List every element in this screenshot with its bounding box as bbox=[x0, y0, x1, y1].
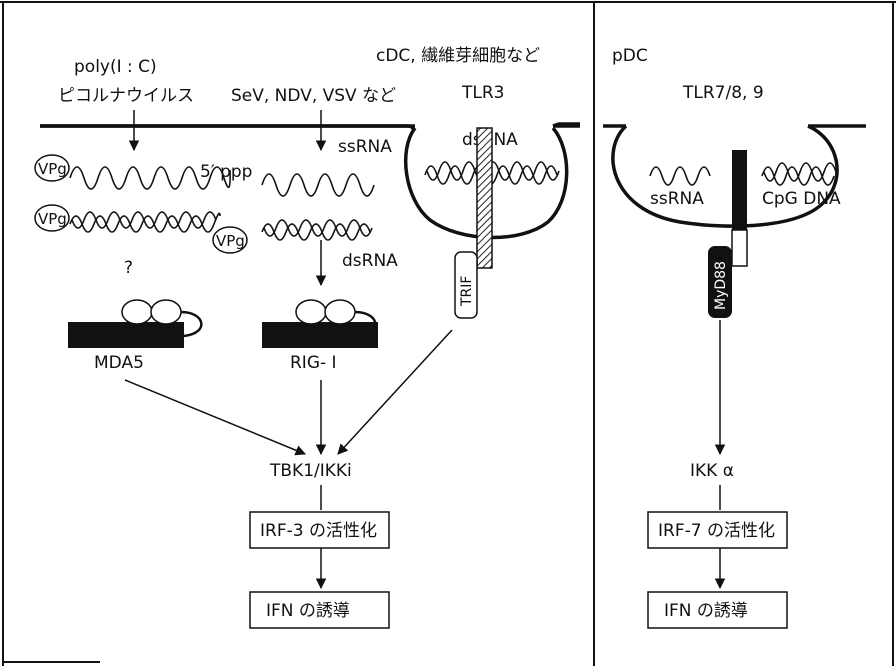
myd88-adaptor: MyD88 bbox=[708, 246, 732, 318]
svg-text:IFN の誘導: IFN の誘導 bbox=[266, 601, 350, 621]
dsrna-label-mid: dsRNA bbox=[342, 251, 398, 271]
ssrna-wave-rna-virus bbox=[262, 174, 374, 196]
svg-text:VPg: VPg bbox=[216, 232, 245, 250]
svg-text:MyD88: MyD88 bbox=[713, 261, 729, 310]
trif-adaptor: TRIF bbox=[455, 252, 477, 318]
tlr789-label: TLR7/8, 9 bbox=[682, 83, 764, 103]
svg-text:VPg: VPg bbox=[38, 210, 67, 228]
ifn-induction-box-right: IFN の誘導 bbox=[648, 592, 787, 628]
poly-ic-label: poly(I : C) bbox=[74, 57, 157, 77]
ssrna-label-right: ssRNA bbox=[650, 189, 704, 209]
virus-list-label: SeV, NDV, VSV など bbox=[231, 86, 396, 106]
right-panel: pDC TLR7/8, 9 ssRNA CpG DNA MyD88 IKK α … bbox=[603, 46, 866, 628]
svg-text:TRIF: TRIF bbox=[459, 276, 475, 307]
ikk-alpha-label: IKK α bbox=[690, 461, 734, 481]
cpg-dna-label: CpG DNA bbox=[762, 189, 841, 209]
tlr3-receptor bbox=[477, 128, 492, 268]
cell-types-label: cDC, 繊維芽細胞など bbox=[376, 46, 540, 66]
tlr789-receptor bbox=[732, 150, 747, 230]
svg-text:IRF-3 の活性化: IRF-3 の活性化 bbox=[260, 521, 377, 541]
five-ppp-label: 5′ ppp bbox=[200, 162, 252, 182]
left-panel: cDC, 繊維芽細胞など poly(I : C) ピコルナウイルス SeV, N… bbox=[35, 46, 580, 628]
picornavirus-label: ピコルナウイルス bbox=[58, 86, 194, 106]
irf3-activation-box: IRF-3 の活性化 bbox=[250, 512, 389, 548]
mda5-protein: MDA5 bbox=[68, 300, 201, 373]
tlr789-receptor-tail bbox=[732, 230, 747, 266]
svg-text:IFN の誘導: IFN の誘導 bbox=[664, 601, 748, 621]
vpg-circle-2: VPg bbox=[35, 205, 69, 231]
endosome-right bbox=[613, 126, 837, 226]
ssrna-label-left: ssRNA bbox=[338, 137, 392, 157]
pdc-label: pDC bbox=[612, 46, 648, 66]
svg-text:IRF-7 の活性化: IRF-7 の活性化 bbox=[658, 521, 775, 541]
svg-text:VPg: VPg bbox=[38, 160, 67, 178]
svg-text:RIG- I: RIG- I bbox=[290, 353, 337, 373]
question-mark: ? bbox=[124, 258, 133, 278]
dsrna-wave-rna-virus-a bbox=[262, 224, 370, 240]
dsrna-wave-rna-virus-b bbox=[264, 220, 372, 236]
tlr3-label: TLR3 bbox=[461, 83, 504, 103]
svg-text:MDA5: MDA5 bbox=[94, 353, 144, 373]
irf7-activation-box: IRF-7 の活性化 bbox=[648, 512, 787, 548]
vpg-circle-3: VPg bbox=[213, 227, 247, 253]
rig-i-protein: RIG- I bbox=[262, 300, 378, 373]
vpg-circle-1: VPg bbox=[35, 155, 69, 181]
ifn-induction-box-left: IFN の誘導 bbox=[250, 592, 389, 628]
tbk1-ikki-label: TBK1/IKKi bbox=[269, 461, 352, 481]
